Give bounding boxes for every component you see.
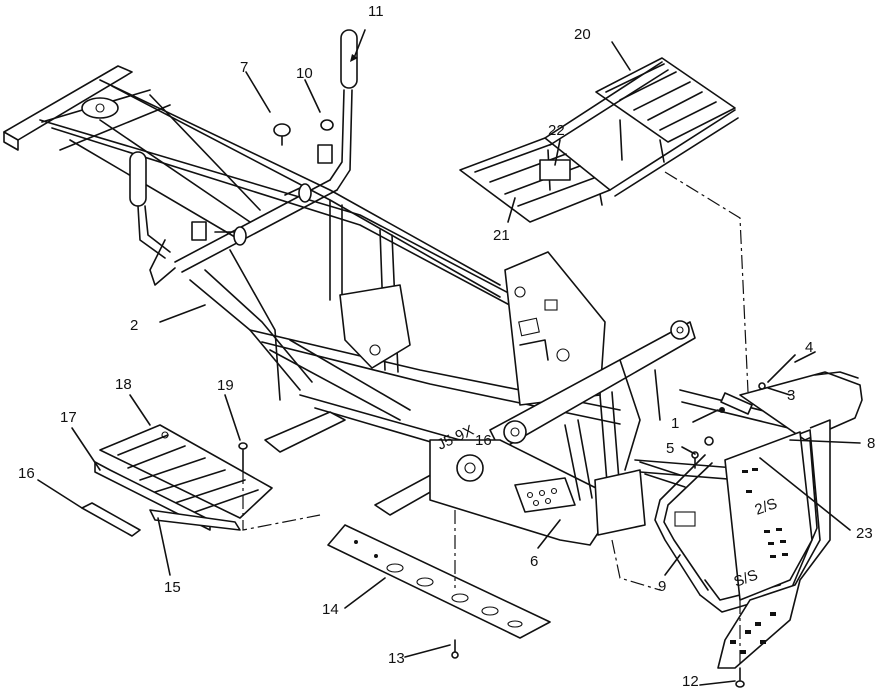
- callout-20: 20: [574, 26, 591, 43]
- callout-18: 18: [115, 376, 132, 393]
- grab-bar-grip-right: [340, 29, 358, 89]
- skid-plate-mark-b: 16: [475, 432, 492, 449]
- front-bumper: 2/S S/S: [654, 371, 863, 688]
- callout-17: 17: [60, 409, 77, 426]
- callout-23: 23: [856, 525, 873, 542]
- callout-6: 6: [530, 553, 538, 570]
- assembly-guide-lines: [242, 171, 749, 668]
- rear-rack: [459, 57, 739, 223]
- footrest-assembly: [81, 424, 273, 537]
- callout-22: 22: [548, 122, 565, 139]
- callout-19: 19: [217, 377, 234, 394]
- skid-plate: J5 9X 16: [327, 422, 551, 659]
- callout-13: 13: [388, 650, 405, 667]
- callout-12: 12: [682, 673, 699, 690]
- callout-16: 16: [18, 465, 35, 482]
- guard-perforations: [730, 468, 788, 654]
- bumper-mark-a: 2/S: [753, 495, 780, 519]
- callout-7: 7: [240, 59, 248, 76]
- callout-4: 4: [805, 339, 813, 356]
- bumper-hardware: [639, 354, 796, 488]
- callout-9: 9: [658, 578, 666, 595]
- callout-5: 5: [666, 440, 674, 457]
- callout-3: 3: [787, 387, 795, 404]
- callout-11: 11: [368, 3, 384, 20]
- callout-15: 15: [164, 579, 181, 596]
- callout-10: 10: [296, 65, 313, 82]
- leader-lines: [37, 29, 861, 686]
- fastener-bolt-7: [273, 123, 291, 146]
- callout-1: 1: [671, 415, 679, 432]
- callout-14: 14: [322, 601, 339, 618]
- front-tower: [429, 251, 806, 546]
- callout-2: 2: [130, 317, 138, 334]
- callout-21: 21: [493, 227, 510, 244]
- grab-bar-grip-left: [129, 151, 147, 207]
- grab-bar: [129, 29, 358, 286]
- fastener-cap-10: [320, 119, 334, 131]
- callout-labels: 11 7 10 20 22 21 2 4 3 1 5 8 23 9 6 18 1…: [18, 3, 875, 690]
- callout-8: 8: [867, 435, 875, 452]
